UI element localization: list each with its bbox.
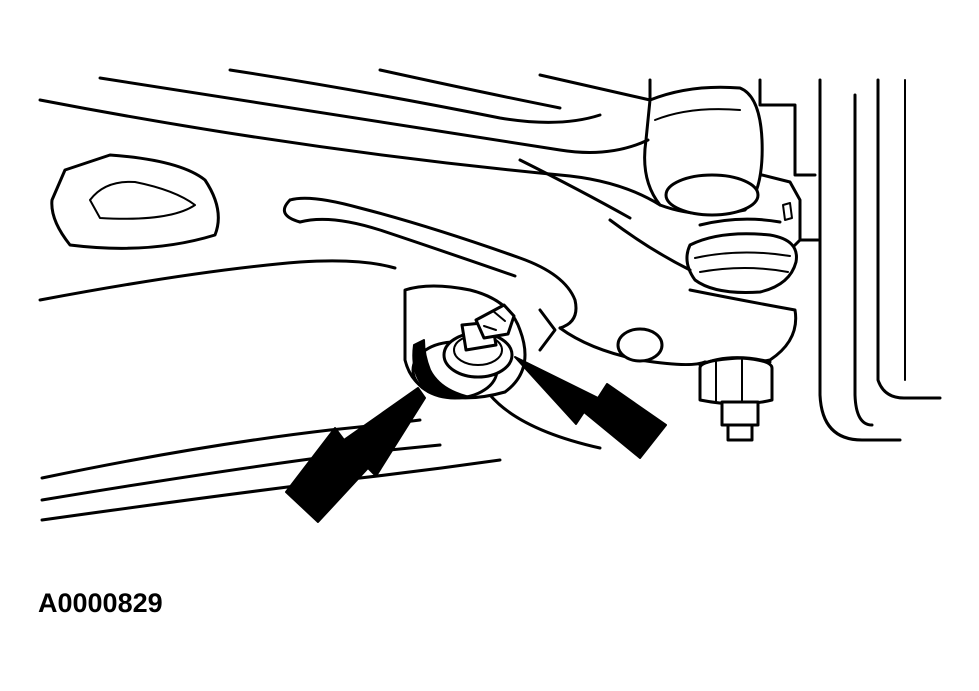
upper-bushing <box>643 85 802 252</box>
stabilizer-link <box>403 284 527 400</box>
lower-control-arm <box>38 68 798 522</box>
arrow-nut <box>514 356 667 459</box>
figure-caption: A0000829 <box>38 588 163 618</box>
strut-assembly <box>648 78 942 442</box>
callout-arrows <box>285 356 667 523</box>
ball-joint <box>685 217 798 294</box>
ball-joint-nut <box>698 356 774 442</box>
arrow-bushing <box>285 387 426 523</box>
